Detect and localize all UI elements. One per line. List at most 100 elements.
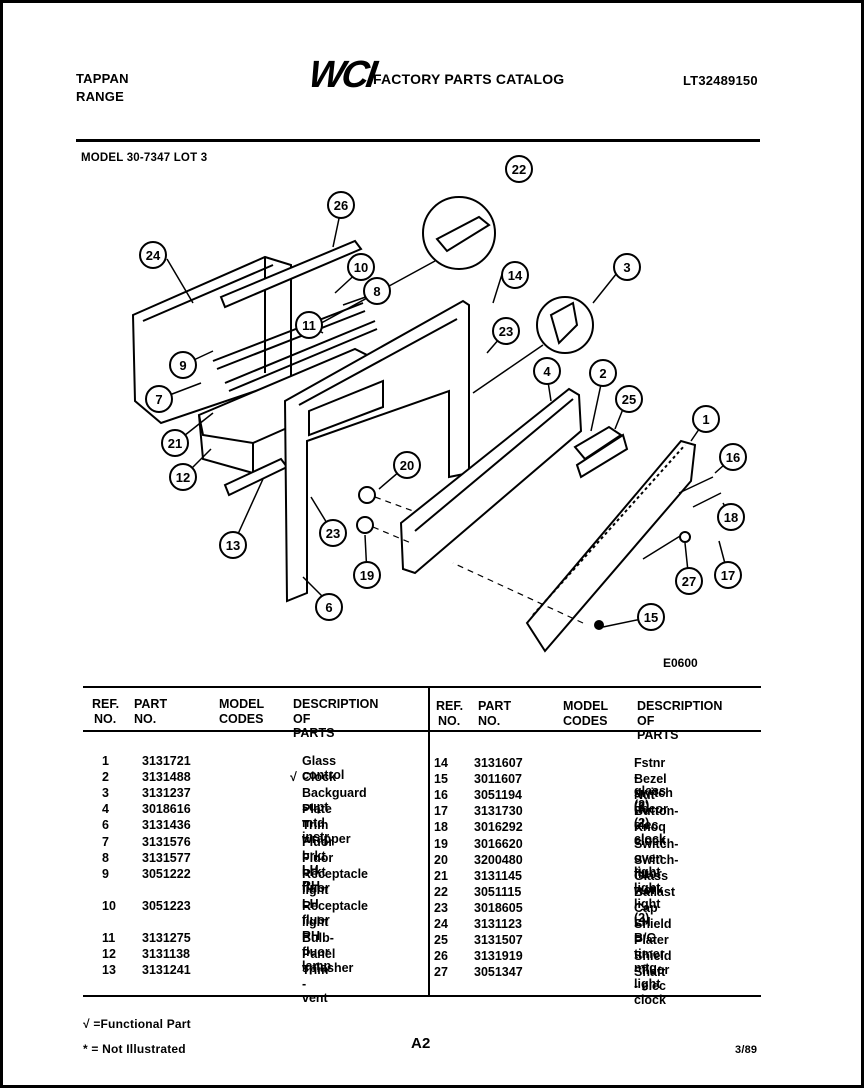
callout-21: 21 <box>161 429 189 457</box>
table-header-rule <box>83 730 761 732</box>
callout-label: 12 <box>176 470 190 485</box>
description-cell: Glass work light (2) <box>634 868 669 925</box>
description-cell: Trim - vent <box>302 963 329 1006</box>
description-cell: Ballast <box>634 884 675 899</box>
brand-line1: TAPPAN <box>76 71 129 86</box>
ref-cell: 6 <box>102 818 109 833</box>
callout-16: 16 <box>719 443 747 471</box>
callout-4: 4 <box>533 357 561 385</box>
table-divider <box>428 688 430 996</box>
description-cell: Switch-oven light <box>634 836 679 879</box>
header-model-r: MODEL <box>563 699 609 713</box>
part-number-cell: 3131577 <box>142 850 191 865</box>
part-number-cell: 3011607 <box>474 772 522 787</box>
description-cell: Cap LH <box>634 900 658 929</box>
callout-9: 9 <box>169 351 197 379</box>
part-number-cell: 3131123 <box>474 917 522 931</box>
part-number-cell: 3131275 <box>142 931 191 946</box>
catalog-number: LT32489150 <box>683 73 758 88</box>
catalog-title: FACTORY PARTS CATALOG <box>373 71 565 87</box>
description-cell: Fluor brkt RH <box>302 850 334 893</box>
description-cell: Fluor brkt LH <box>302 834 334 877</box>
ref-cell: 27 <box>434 965 448 980</box>
part-number-cell: 3018616 <box>142 802 191 817</box>
callout-label: 24 <box>146 248 161 263</box>
header-model2: CODES <box>219 712 264 726</box>
header-model2-r: CODES <box>563 714 608 728</box>
table-top-rule <box>83 686 761 688</box>
ref-cell: 12 <box>102 947 116 962</box>
description-cell: Clock <box>302 770 337 785</box>
callout-label: 27 <box>682 574 696 589</box>
description-cell: Knoq clock <box>634 820 666 849</box>
ref-cell: 4 <box>102 802 109 817</box>
callout-23: 23 <box>319 519 347 547</box>
callout-7: 7 <box>145 385 173 413</box>
callout-label: 10 <box>354 260 368 275</box>
callout-2: 2 <box>589 359 617 387</box>
callout-6: 6 <box>315 593 343 621</box>
exploded-parts-diagram: 1234678910111213141516171819202122232324… <box>131 155 747 670</box>
page-number: A2 <box>411 1035 431 1052</box>
callout-label: 14 <box>508 268 523 283</box>
description-cell: Panel splasher <box>302 947 354 976</box>
ref-cell: 2 <box>102 770 109 785</box>
ref-cell: 18 <box>434 820 448 835</box>
description-cell: Button-elec clock <box>634 804 679 847</box>
wci-logo: WCI <box>306 54 377 96</box>
part-number-cell: 3131145 <box>474 868 522 883</box>
ref-cell: 9 <box>102 866 109 881</box>
legend-not-illustrated: * = Not Illustrated <box>83 1042 186 1056</box>
ref-cell: 11 <box>102 931 116 946</box>
header-part-r: PART <box>478 699 512 713</box>
header-part: PART <box>134 697 168 711</box>
part-number-cell: 3051115 <box>474 884 522 899</box>
brand-line2: RANGE <box>76 89 124 104</box>
ref-cell: 1 <box>102 754 109 768</box>
header-desc-r: DESCRIPTION <box>637 699 723 713</box>
callout-label: 9 <box>179 358 186 373</box>
description-cell: Nut decor (2) <box>634 788 669 831</box>
description-cell: Shield - fluor light <box>634 949 672 992</box>
callout-label: 17 <box>721 568 735 583</box>
callout-20: 20 <box>393 451 421 479</box>
header-ref2: NO. <box>94 712 117 726</box>
ref-cell: 23 <box>434 900 448 915</box>
ref-cell: 14 <box>434 756 448 770</box>
header-ref: REF. <box>92 697 120 711</box>
ref-cell: 7 <box>102 834 109 849</box>
description-cell: light LH <box>302 882 329 911</box>
ref-cell: 10 <box>102 898 116 913</box>
header-rule <box>76 139 760 142</box>
part-number-cell: 3131576 <box>142 834 191 849</box>
model-code-cell: √ <box>290 770 297 785</box>
ref-cell: 15 <box>434 772 448 787</box>
callout-label: 20 <box>400 458 414 473</box>
description-cell: Plate mtd instr <box>302 802 332 845</box>
header-desc2: OF PARTS <box>293 712 335 740</box>
callout-23: 23 <box>492 317 520 345</box>
part-number-cell: 3131730 <box>474 804 523 819</box>
callout-label: 3 <box>623 260 630 275</box>
callout-14: 14 <box>501 261 529 289</box>
callout-24: 24 <box>139 241 167 269</box>
description-cell: light RH <box>302 915 329 943</box>
callout-10: 10 <box>347 253 375 281</box>
ref-cell: 19 <box>434 836 448 851</box>
description-cell: Glass control <box>302 754 345 782</box>
header-model: MODEL <box>219 697 265 711</box>
callout-1: 1 <box>692 405 720 433</box>
ref-cell: 25 <box>434 933 448 948</box>
description-cell: Shield B/G <box>634 917 672 945</box>
ref-cell: 21 <box>434 868 448 883</box>
part-number-cell: 3131488 <box>142 770 191 785</box>
callout-label: 6 <box>325 600 332 615</box>
callout-8: 8 <box>363 277 391 305</box>
callout-label: 23 <box>499 324 513 339</box>
callout-18: 18 <box>717 503 745 531</box>
callout-label: 13 <box>226 538 240 553</box>
callout-12: 12 <box>169 463 197 491</box>
callout-26: 26 <box>327 191 355 219</box>
part-number-cell: 3018605 <box>474 900 523 915</box>
